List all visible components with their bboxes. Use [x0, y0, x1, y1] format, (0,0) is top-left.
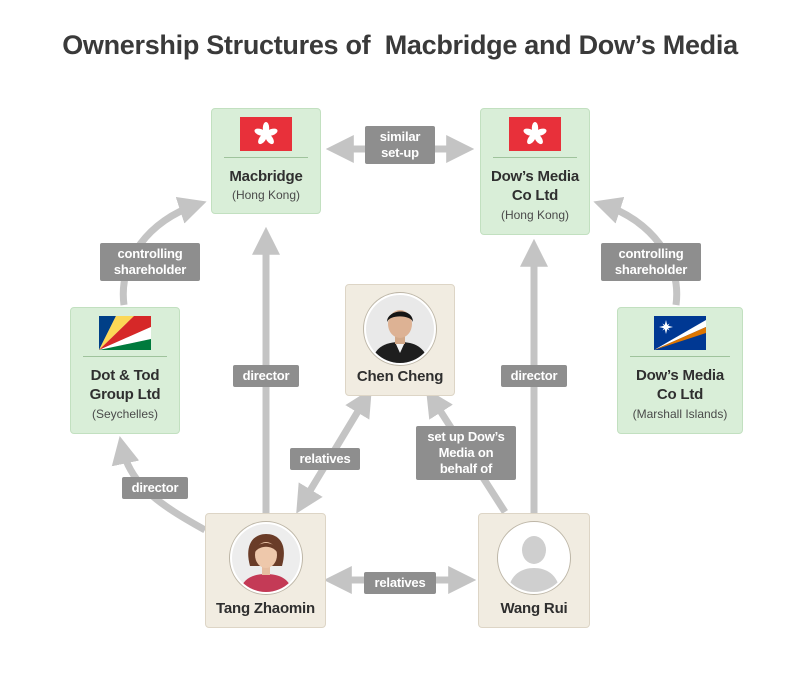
person-name: Tang Zhaomin: [216, 600, 315, 617]
tang-zhaomin-photo: [229, 522, 302, 594]
seychelles-flag-icon: [99, 316, 151, 350]
company-location: (Seychelles): [91, 407, 159, 421]
node-wang-rui: Wang Rui: [478, 513, 590, 628]
label-line-3: behalf of: [439, 461, 493, 476]
node-chen-cheng: Chen Cheng: [345, 284, 455, 396]
label-line-2: shareholder: [113, 262, 187, 277]
label-director-dows: director: [501, 365, 567, 387]
label-similar-setup: similar set-up: [365, 126, 435, 164]
label-relatives-bottom: relatives: [364, 572, 436, 594]
divider: [630, 356, 730, 357]
label-line-2: set-up: [381, 145, 419, 160]
label-line-1: controlling: [117, 246, 183, 261]
label-controlling-shareholder-left: controlling shareholder: [100, 243, 200, 281]
label-line-1: set up Dow’s: [427, 429, 505, 444]
node-dows-media-marshall: Dow’s Media Co Ltd (Marshall Islands): [617, 307, 743, 434]
node-macbridge: Macbridge (Hong Kong): [211, 108, 321, 214]
placeholder-person-icon: [498, 522, 570, 594]
company-name-line-2: Co Ltd: [656, 386, 704, 403]
divider: [493, 157, 577, 158]
hong-kong-flag-icon: [240, 117, 292, 151]
label-relatives-chen: relatives: [290, 448, 360, 470]
label-director-macbridge: director: [233, 365, 299, 387]
company-location: (Marshall Islands): [632, 407, 728, 421]
label-director-dot-tod: director: [122, 477, 188, 499]
label-setup-on-behalf: set up Dow’s Media on behalf of: [416, 426, 516, 480]
node-tang-zhaomin: Tang Zhaomin: [205, 513, 326, 628]
company-location: (Hong Kong): [231, 188, 301, 202]
label-line-1: similar: [379, 129, 421, 144]
company-name: Macbridge: [229, 168, 303, 185]
hong-kong-flag-icon: [509, 117, 561, 151]
label-line-2: Media on: [438, 445, 494, 460]
node-dows-media-hk: Dow’s Media Co Ltd (Hong Kong): [480, 108, 590, 235]
label-line-1: controlling: [618, 246, 684, 261]
company-name-line-2: Group Ltd: [89, 386, 161, 403]
company-name-line-1: Dow’s Media: [635, 367, 725, 384]
chen-cheng-photo: [364, 293, 436, 365]
person-name: Chen Cheng: [356, 368, 444, 385]
divider: [224, 157, 308, 158]
marshall-islands-flag-icon: [654, 316, 706, 350]
label-line-2: shareholder: [614, 262, 688, 277]
label-controlling-shareholder-right: controlling shareholder: [601, 243, 701, 281]
node-dot-tod-group: Dot & Tod Group Ltd (Seychelles): [70, 307, 180, 434]
person-name: Wang Rui: [500, 600, 568, 617]
company-name-line-2: Co Ltd: [511, 187, 559, 204]
company-location: (Hong Kong): [500, 208, 570, 222]
divider: [83, 356, 167, 357]
company-name-line-1: Dot & Tod: [90, 367, 160, 384]
diagram-title: Ownership Structures of Macbridge and Do…: [62, 30, 738, 60]
company-name-line-1: Dow’s Media: [490, 168, 580, 185]
